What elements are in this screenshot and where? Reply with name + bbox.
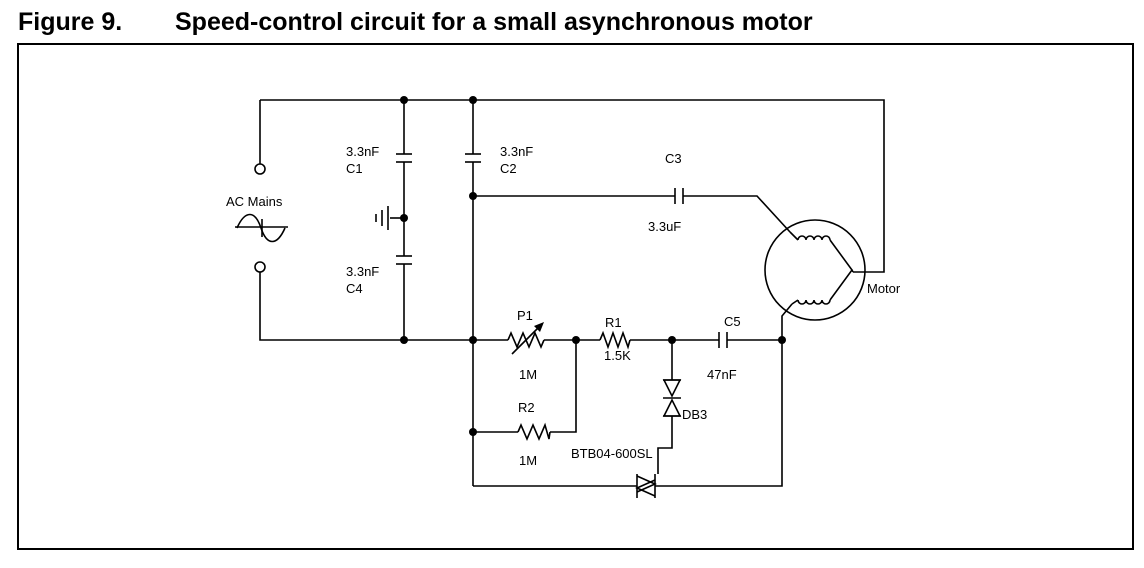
capacitor-c3: C3 3.3uF xyxy=(648,151,684,234)
p1-name: P1 xyxy=(517,308,533,323)
resistor-r2: R2 1M xyxy=(517,400,551,468)
r2-value: 1M xyxy=(519,453,537,468)
c5-value: 47nF xyxy=(707,367,737,382)
c3-value: 3.3uF xyxy=(648,219,681,234)
triac-name: BTB04-600SL xyxy=(571,446,653,461)
junction-dot xyxy=(668,336,676,344)
c5-name: C5 xyxy=(724,314,741,329)
wire-ac-bottom xyxy=(259,272,474,341)
c2-name: C2 xyxy=(500,161,517,176)
motor-housing xyxy=(764,219,866,321)
figure-title: Speed-control circuit for a small asynch… xyxy=(175,8,813,36)
wire-c3-right xyxy=(683,195,791,233)
ground-icon xyxy=(375,206,389,230)
resistor-r1: R1 1.5K xyxy=(599,315,631,363)
diagram-frame xyxy=(17,43,1134,550)
junction-dot xyxy=(778,336,786,344)
wire-db3-gate xyxy=(657,416,673,474)
ac-terminal-bottom xyxy=(254,261,266,273)
junction-dot xyxy=(469,192,477,200)
potentiometer-p1: P1 1M xyxy=(507,308,545,382)
wire-triac-right xyxy=(655,340,783,487)
ac-terminal-top xyxy=(254,163,266,175)
c3-name: C3 xyxy=(665,151,682,166)
db3-name: DB3 xyxy=(682,407,707,422)
diac-db3: DB3 xyxy=(662,379,707,422)
c4-name: C4 xyxy=(346,281,363,296)
sine-wave-icon xyxy=(235,213,288,243)
wire-top-rail xyxy=(260,99,885,273)
motor-winding-icon xyxy=(789,231,854,305)
junction-dot xyxy=(572,336,580,344)
junction-dot xyxy=(400,336,408,344)
junction-dot xyxy=(400,96,408,104)
capacitor-c5: C5 47nF xyxy=(707,314,741,382)
c2-value: 3.3nF xyxy=(500,144,533,159)
motor: Motor xyxy=(764,219,901,321)
r1-name: R1 xyxy=(605,315,622,330)
r1-value: 1.5K xyxy=(604,348,631,363)
junction-nodes xyxy=(400,96,786,436)
junction-dot xyxy=(469,428,477,436)
p1-value: 1M xyxy=(519,367,537,382)
figure-number: Figure 9. xyxy=(18,8,123,36)
junction-dot xyxy=(469,96,477,104)
junction-dot xyxy=(469,336,477,344)
capacitor-c1: 3.3nF C1 xyxy=(346,144,412,176)
c4-value: 3.3nF xyxy=(346,264,379,279)
wire-p1-r2-link xyxy=(550,340,577,433)
wire-motor-bottom xyxy=(781,303,793,340)
motor-label: Motor xyxy=(867,281,901,296)
junction-dot xyxy=(400,214,408,222)
c1-name: C1 xyxy=(346,161,363,176)
capacitor-c4: 3.3nF C4 xyxy=(346,255,412,296)
triac-btb04: BTB04-600SL xyxy=(571,446,657,498)
capacitor-c2: 3.3nF C2 xyxy=(465,144,533,176)
ac-mains-label: AC Mains xyxy=(226,194,283,209)
ac-mains: AC Mains xyxy=(226,163,288,273)
c1-value: 3.3nF xyxy=(346,144,379,159)
r2-name: R2 xyxy=(518,400,535,415)
